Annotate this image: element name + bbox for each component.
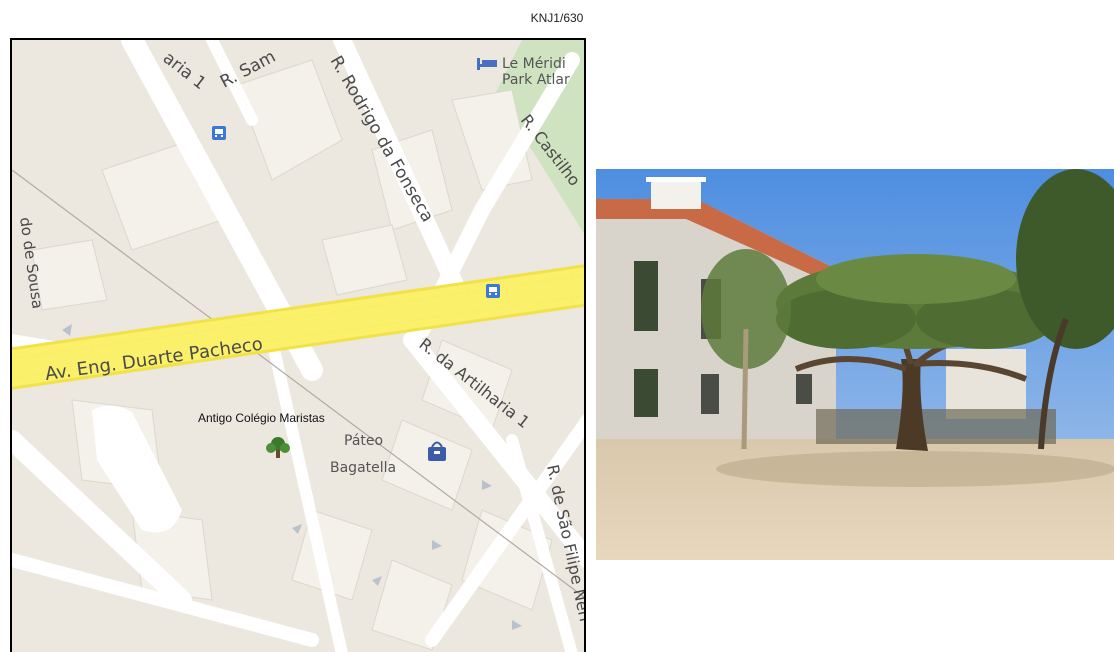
bus-stop-icon-2[interactable] [486,284,500,298]
building-photo [596,169,1114,560]
road-interchange [92,405,182,533]
fence [816,409,1056,444]
document-title: KNJ1/630 [530,11,584,25]
tree-right [1016,169,1114,349]
tree-left [701,249,791,369]
window [701,374,719,414]
dragon-tree-icon [776,254,1056,451]
highway-lane-line [12,275,584,360]
window [634,369,658,417]
roof-cupola [651,179,701,209]
ground-shadow [716,451,1114,487]
mall-label-line1: Páteo [344,433,383,449]
direction-arrows [62,324,522,630]
distant-building [946,349,1026,419]
map-panel[interactable]: R. Rodrigo da Fonseca R. Castilho Av. En… [10,38,586,652]
tree-icon[interactable] [266,437,290,458]
roof [596,199,836,279]
hotel-label-line2: Park Atlar [502,72,570,88]
hotel-label-line1: Le Méridi [502,56,566,72]
cupola-top [646,177,706,182]
rail-line [12,169,584,598]
hotel-icon[interactable] [477,58,497,70]
lamp-post [741,328,749,450]
highway-road [12,267,584,387]
photo-canvas [596,169,1114,560]
marker-label: Antigo Colégio Maristas [198,411,325,425]
shopping-bag-icon[interactable] [428,441,446,462]
tree-right-trunk [1038,317,1069,450]
window [634,261,658,331]
map-canvas[interactable]: R. Rodrigo da Fonseca R. Castilho Av. En… [12,40,586,652]
highway-lane-line-2 [12,295,584,380]
bus-stop-icon[interactable] [212,126,226,140]
window [796,374,812,404]
mall-label-line2: Bagatella [330,460,396,476]
